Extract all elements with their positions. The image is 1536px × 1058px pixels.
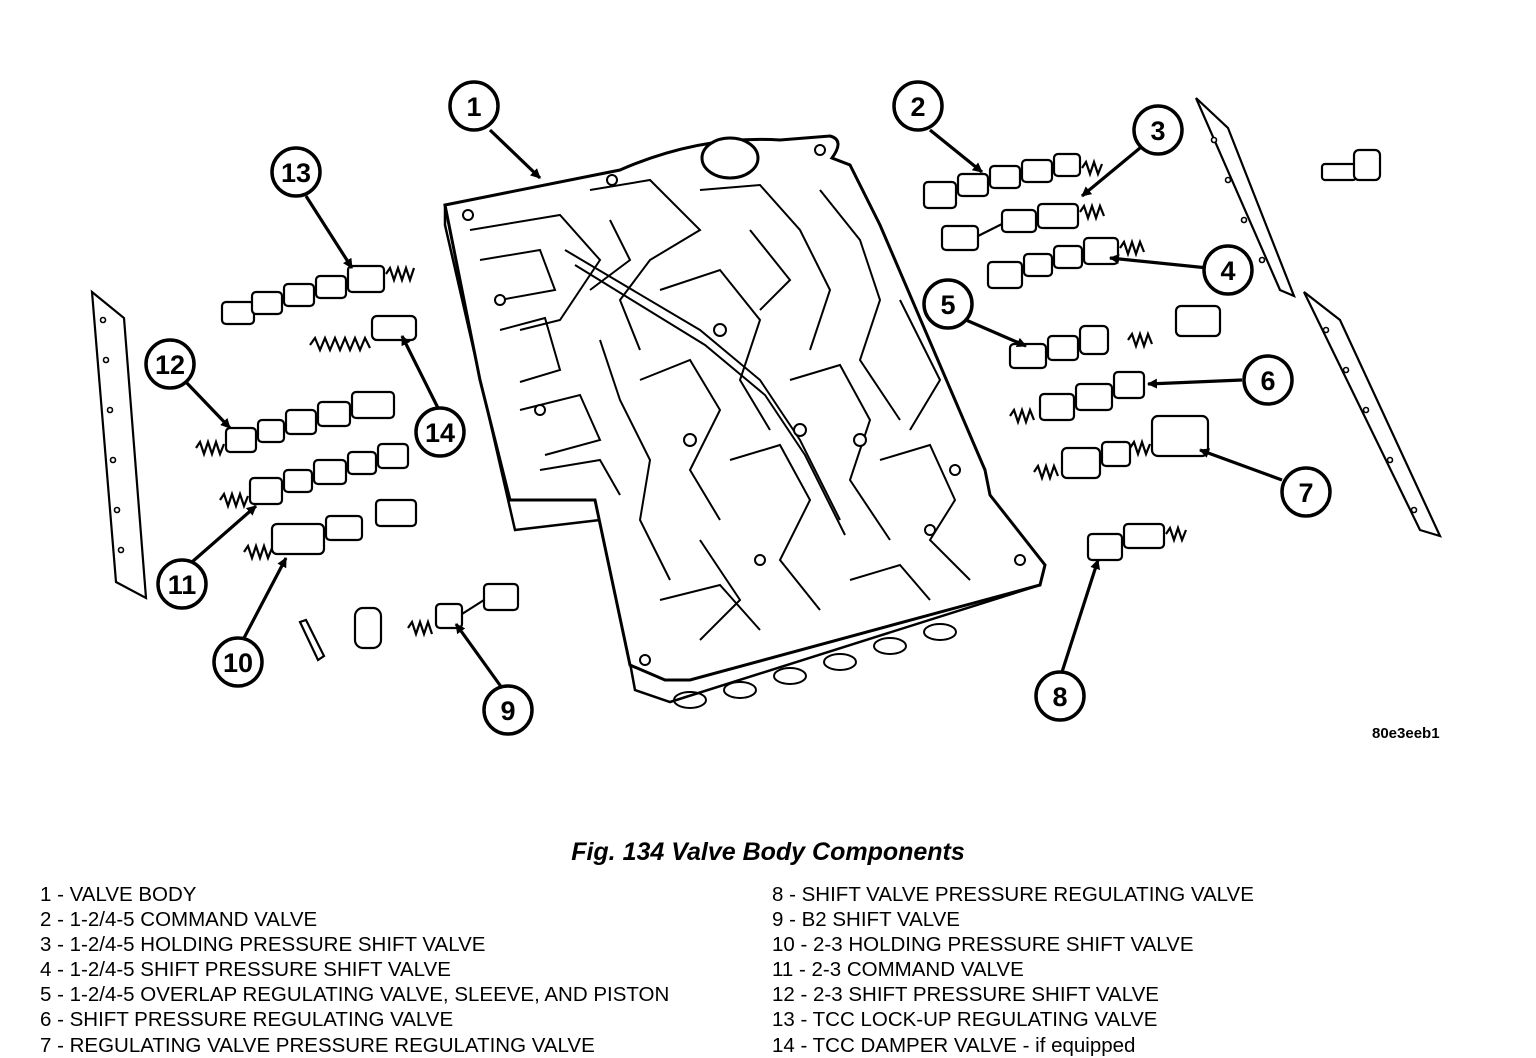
valve-body-illustration: 1 2 3 4 5 6 7 8 9 10 11 12 13 14 80e3eeb… <box>90 80 1443 742</box>
b2-shift-valve <box>407 582 520 638</box>
callout-2 <box>892 80 944 132</box>
shift-pressure-regulating-valve <box>1009 370 1146 426</box>
legend-item: 11 - 2-3 COMMAND VALVE <box>772 958 1024 982</box>
callout-13 <box>270 146 322 198</box>
callout-label: 2 <box>910 92 925 122</box>
2-3-shift-pressure-shift-valve <box>195 390 396 458</box>
callout-11 <box>156 558 208 610</box>
callout-label: 6 <box>1260 366 1275 396</box>
callout-label: 4 <box>1220 256 1235 286</box>
right-plate-upper <box>1194 97 1296 299</box>
callout-10 <box>212 636 264 688</box>
callout-label: 11 <box>168 570 197 600</box>
legend-item: 14 - TCC DAMPER VALVE - if equipped <box>772 1033 1136 1057</box>
legend-item: 6 - SHIFT PRESSURE REGULATING VALVE <box>40 1008 454 1032</box>
right-plate-lower <box>1303 291 1443 538</box>
shift-valve-pressure-regulating-valve <box>1086 522 1188 562</box>
callout-label: 1 <box>466 92 481 122</box>
2-3-holding-pressure-shift-valve <box>243 498 418 562</box>
callout-8 <box>1034 670 1086 722</box>
regulating-valve-pressure-regulating-valve <box>1033 414 1210 482</box>
legend-item: 13 - TCC LOCK-UP REGULATING VALVE <box>772 1008 1158 1032</box>
legend-item: 10 - 2-3 HOLDING PRESSURE SHIFT VALVE <box>772 933 1194 957</box>
callout-14 <box>414 406 466 458</box>
legend-item: 9 - B2 SHIFT VALVE <box>772 908 960 932</box>
legend-right: 8 - SHIFT VALVE PRESSURE REGULATING VALV… <box>772 882 1254 1058</box>
callout-numbers: 1 2 3 4 5 6 7 8 9 10 11 12 13 14 <box>155 92 1314 726</box>
leader-lines <box>182 128 1283 689</box>
legend-item: 7 - REGULATING VALVE PRESSURE REGULATING… <box>40 1033 595 1057</box>
tcc-lockup-regulating-valve <box>220 264 416 326</box>
legend-item: 5 - 1-2/4-5 OVERLAP REGULATING VALVE, SL… <box>40 983 670 1007</box>
legend-item: 8 - SHIFT VALVE PRESSURE REGULATING VALV… <box>772 883 1254 906</box>
callout-4 <box>1202 244 1254 296</box>
2-3-command-valve <box>219 442 410 510</box>
legend-item: 4 - 1-2/4-5 SHIFT PRESSURE SHIFT VALVE <box>40 958 451 982</box>
callout-label: 9 <box>500 696 515 726</box>
callout-6 <box>1242 354 1294 406</box>
plug <box>353 606 383 650</box>
legend-item: 3 - 1-2/4-5 HOLDING PRESSURE SHIFT VALVE <box>40 933 486 957</box>
tcc-damper-valve <box>309 314 418 353</box>
1-2-4-5-holding-pressure-shift-valve <box>940 202 1106 252</box>
valve-parts <box>195 148 1382 662</box>
callout-label: 8 <box>1052 682 1067 712</box>
callouts <box>144 80 1332 736</box>
1-2-4-5-command-valve <box>922 152 1104 210</box>
callout-3 <box>1132 104 1184 156</box>
callout-label: 7 <box>1298 478 1313 508</box>
callout-label: 10 <box>223 648 253 678</box>
separator-plates <box>90 97 1443 600</box>
legend-item: 12 - 2-3 SHIFT PRESSURE SHIFT VALVE <box>772 983 1159 1007</box>
1-2-4-5-overlap-regulating-valve-sleeve-piston <box>1008 304 1222 370</box>
callout-label: 14 <box>425 418 455 448</box>
callout-label: 3 <box>1150 116 1165 146</box>
bolt <box>1320 148 1382 182</box>
callout-label: 13 <box>281 158 311 188</box>
figure-caption: Fig. 134 Valve Body Components <box>571 838 965 866</box>
callout-5 <box>922 278 974 330</box>
figure-code: 80e3eeb1 <box>1372 725 1440 742</box>
1-2-4-5-shift-pressure-shift-valve <box>986 236 1146 290</box>
callout-1 <box>448 80 500 132</box>
legend-left: 1 - VALVE BODY 2 - 1-2/4-5 COMMAND VALVE… <box>40 882 669 1058</box>
callout-9 <box>482 684 534 736</box>
callout-12 <box>144 338 196 390</box>
pin <box>298 618 326 662</box>
callout-label: 12 <box>155 350 185 380</box>
callout-7 <box>1280 466 1332 518</box>
legend-item: 2 - 1-2/4-5 COMMAND VALVE <box>40 908 318 932</box>
callout-label: 5 <box>940 290 955 320</box>
left-plate <box>90 289 148 600</box>
legend-item: 1 - VALVE BODY <box>40 883 197 906</box>
valve-body <box>443 134 1047 709</box>
